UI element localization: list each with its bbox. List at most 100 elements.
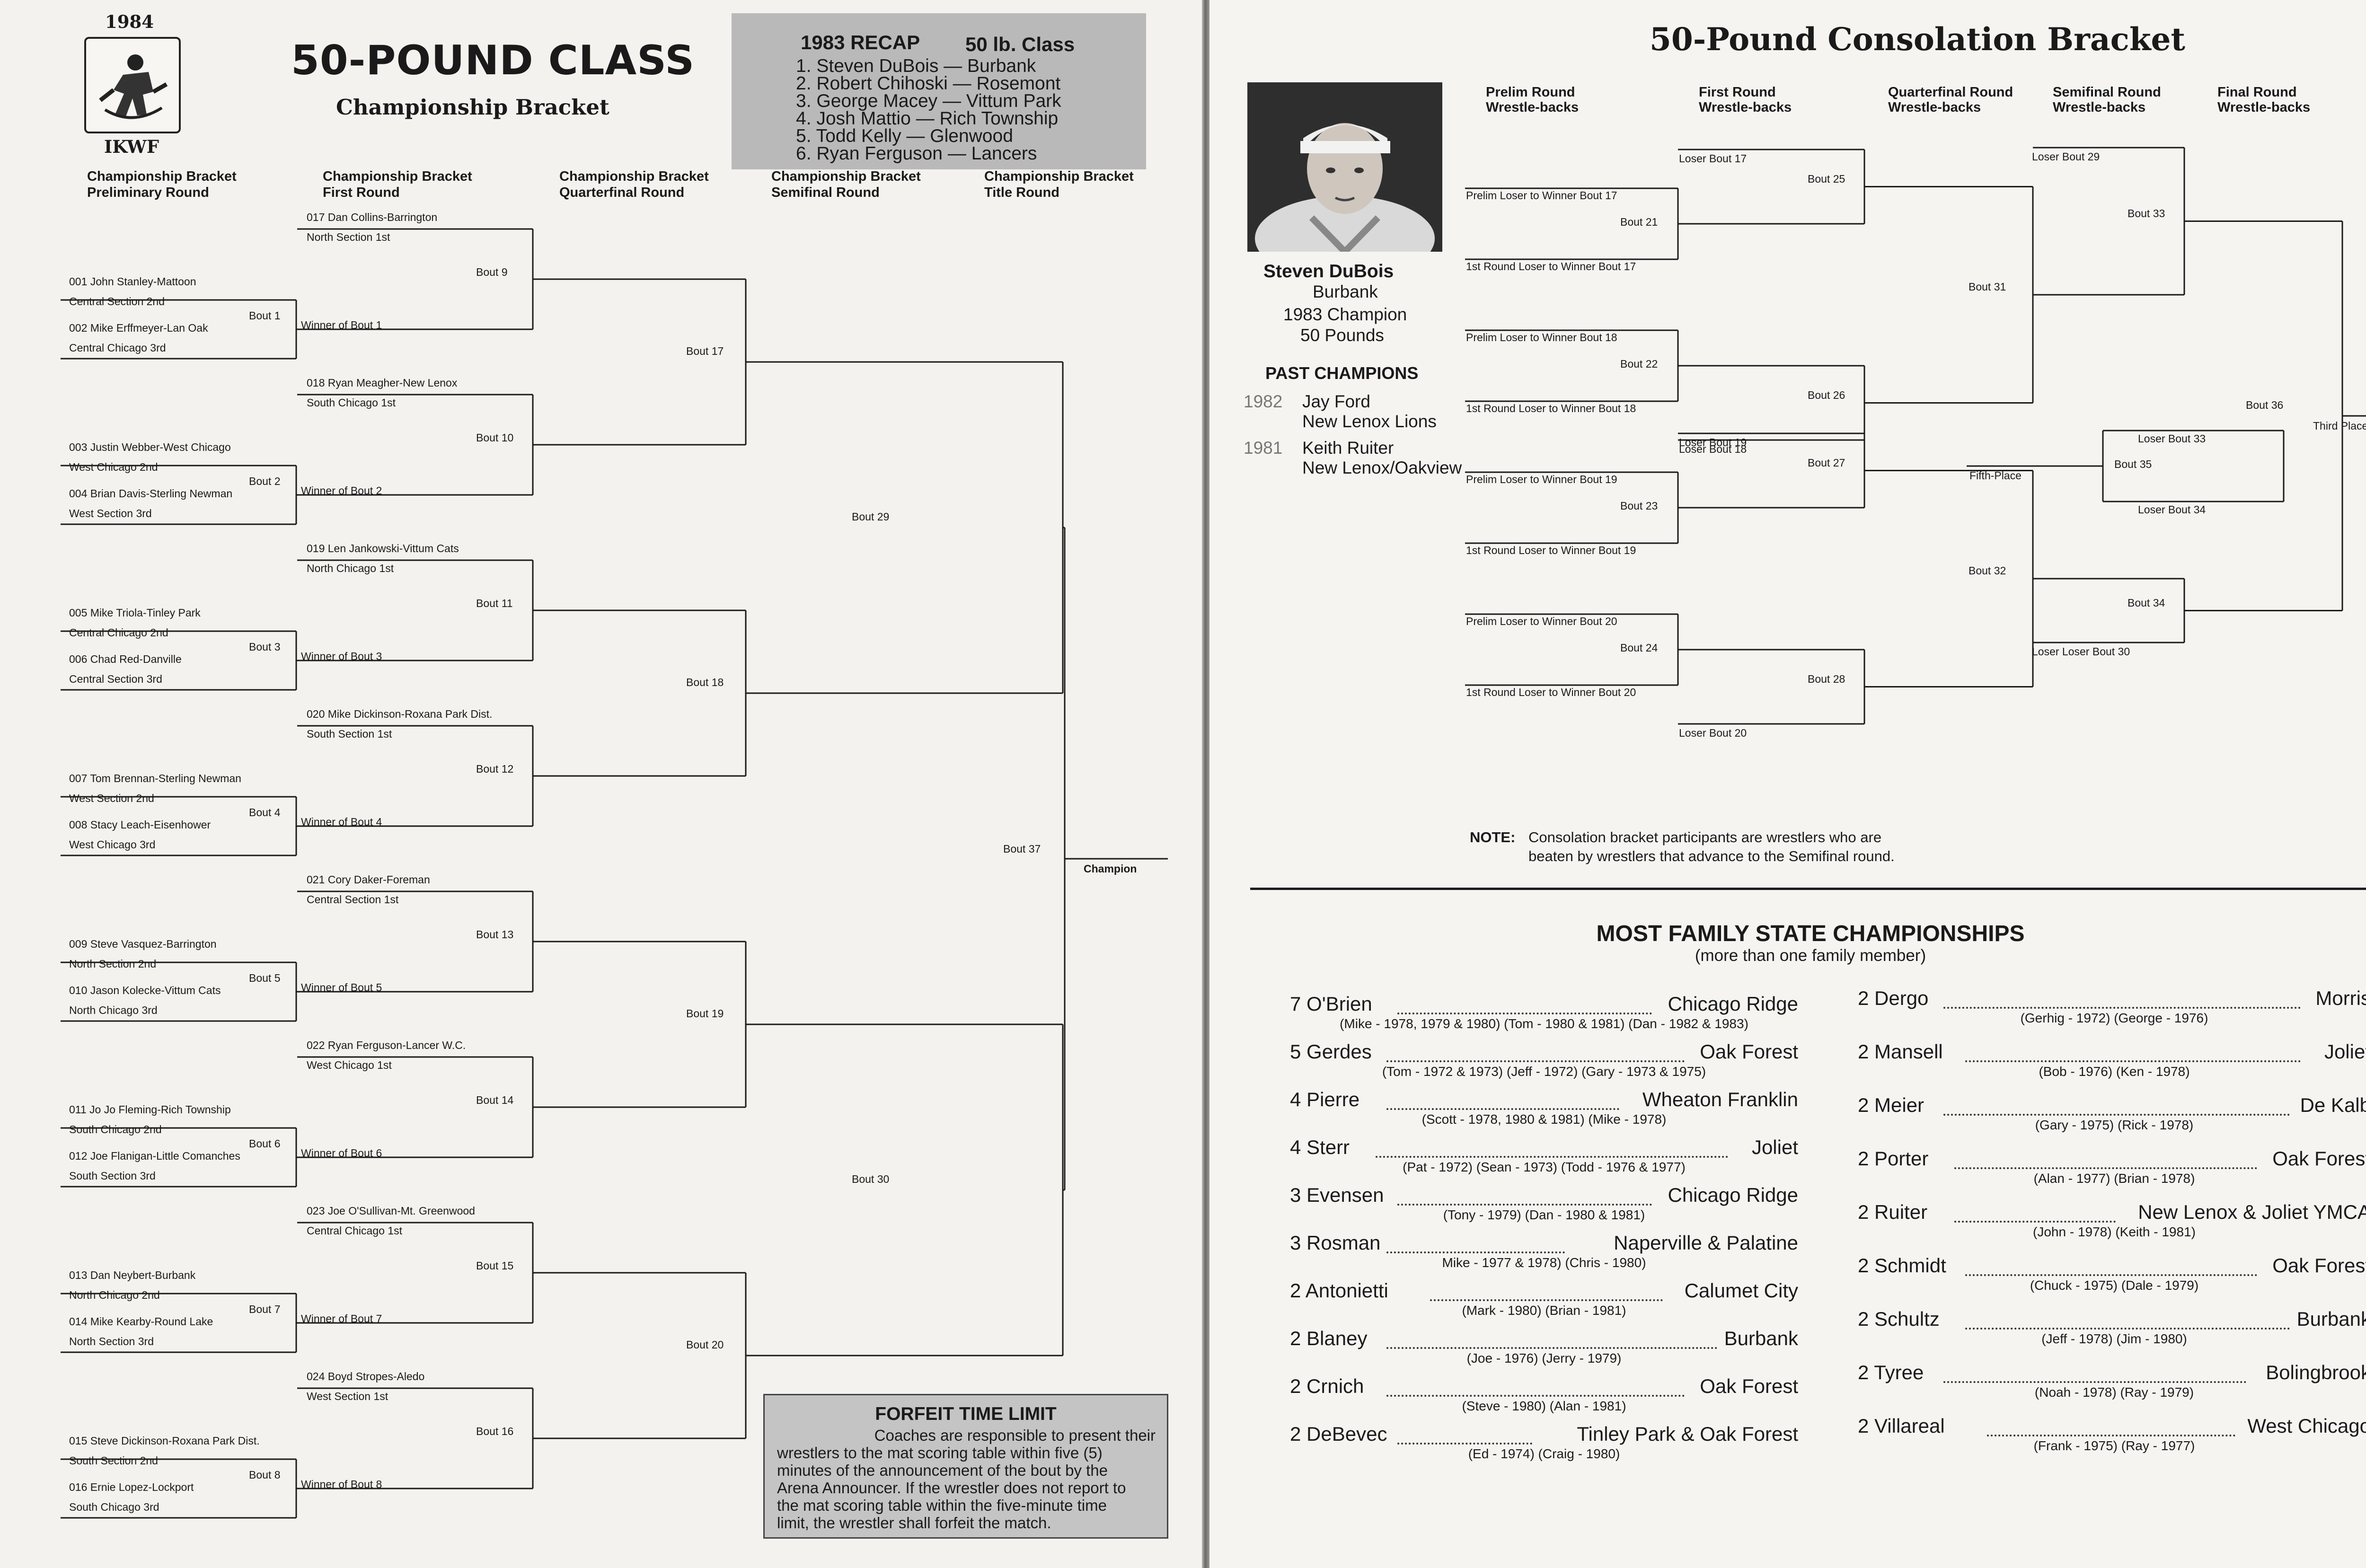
family-years: (Frank - 1975) (Ray - 1977) (2033, 1438, 2195, 1453)
family-place: De Kalb (2300, 1094, 2366, 1116)
wrestler-section: Central Section 1st (307, 893, 399, 906)
winner-label: Winner of Bout 3 (301, 650, 382, 662)
leader-dots (1386, 1345, 1717, 1349)
leader-dots (1430, 1297, 1663, 1301)
wrestle-back-label: Loser Bout 33 (2138, 432, 2206, 445)
wrestle-back-label: Prelim Loser to Winner Bout 19 (1466, 473, 1617, 485)
book-gutter (1202, 0, 1209, 1568)
bout-label: Bout 14 (476, 1094, 514, 1106)
forfeit-line: limit, the wrestler shall forfeit the ma… (777, 1514, 1051, 1532)
wrestler-section: West Chicago 3rd (69, 838, 156, 851)
forfeit-line: wrestlers to the mat scoring table withi… (777, 1444, 1103, 1462)
wrestler-section: South Section 1st (307, 728, 392, 740)
wrestler-section: South Chicago 3rd (69, 1501, 159, 1513)
column-header-line1: Championship Bracket (323, 169, 472, 184)
family-place: Wheaton Franklin (1642, 1088, 1798, 1110)
bout-label: Bout 3 (249, 641, 281, 653)
family-name: 2 Blaney (1290, 1327, 1368, 1349)
family-place: Burbank (1724, 1327, 1798, 1349)
bout-label: Bout 33 (2128, 207, 2165, 220)
past-champion-name: Jay Ford (1302, 392, 1370, 411)
column-header-line2: Wrestle-backs (1699, 100, 1792, 115)
champion-label: Champion (1084, 863, 1137, 875)
recap-title: 1983 RECAP (801, 31, 920, 53)
forfeit-line: Arena Announcer. If the wrestler does no… (777, 1479, 1126, 1497)
wrestle-back-label: Loser Bout 18 (1679, 443, 1747, 455)
family-name: 5 Gerdes (1290, 1040, 1372, 1063)
winner-label: Winner of Bout 4 (301, 816, 382, 828)
bout-label: Bout 32 (1969, 564, 2006, 577)
column-header-line1: First Round (1699, 85, 1776, 100)
champion-title: 1983 Champion (1283, 305, 1407, 324)
bout-label: Bout 17 (686, 345, 724, 357)
bout-label: Bout 10 (476, 432, 514, 444)
bout-label: Bout 26 (1808, 388, 1845, 401)
wrestle-back-label: 1st Round Loser to Winner Bout 17 (1466, 260, 1636, 273)
wrestle-back-label: Loser Bout 20 (1679, 727, 1747, 739)
wrestler-name: 003 Justin Webber-West Chicago (69, 441, 231, 453)
wrestler-section: South Chicago 1st (307, 396, 396, 409)
family-place: Tinley Park & Oak Forest (1577, 1423, 1798, 1445)
bout-label: Bout 22 (1620, 358, 1658, 370)
recap-entry: 4. Josh Mattio — Rich Township (796, 108, 1059, 129)
leader-dots (1376, 1154, 1728, 1158)
family-years: (John - 1978) (Keith - 1981) (2033, 1224, 2196, 1239)
leader-dots (1954, 1165, 2257, 1169)
bout-label: Bout 9 (476, 266, 508, 278)
forfeit-line: minutes of the announcement of the bout … (777, 1462, 1108, 1479)
column-header-line2: Semifinal Round (771, 185, 880, 200)
family-place: New Lenox & Joliet YMCA (2138, 1201, 2366, 1223)
column-header-line2: Wrestle-backs (2053, 100, 2146, 115)
note-label: NOTE: (1470, 829, 1516, 846)
wrestler-section: Central Section 3rd (69, 673, 162, 685)
wrestler-name: 013 Dan Neybert-Burbank (69, 1269, 196, 1281)
family-place: Naperville & Palatine (1614, 1232, 1798, 1254)
wrestler-name: 008 Stacy Leach-Eisenhower (69, 819, 211, 831)
family-name: 3 Evensen (1290, 1184, 1384, 1206)
wrestler-name: 020 Mike Dickinson-Roxana Park Dist. (307, 708, 493, 720)
forfeit-title: FORFEIT TIME LIMIT (875, 1404, 1057, 1424)
wrestler-name: 002 Mike Erffmeyer-Lan Oak (69, 322, 208, 334)
wrestler-section: Central Chicago 3rd (69, 342, 166, 354)
recap-box: 1983 RECAP 50 lb. Class 1. Steven DuBois… (732, 13, 1146, 169)
fifth-place-label: Fifth-Place (1969, 469, 2022, 482)
column-header-line1: Semifinal Round (2053, 85, 2161, 100)
wrestler-section: North Chicago 3rd (69, 1004, 158, 1016)
family-name: 2 Schmidt (1858, 1254, 1946, 1277)
column-header-line2: Wrestle-backs (1486, 100, 1579, 115)
bout-label: Bout 2 (249, 475, 281, 487)
bout-label: Bout 4 (249, 806, 281, 819)
family-years: (Bob - 1976) (Ken - 1978) (2039, 1064, 2190, 1079)
leader-dots (1965, 1272, 2257, 1276)
consolation-title: 50-Pound Consolation Bracket (1650, 21, 2186, 58)
wrestler-section: Central Chicago 1st (307, 1224, 402, 1237)
family-years: (Chuck - 1975) (Dale - 1979) (2030, 1278, 2199, 1293)
leader-dots (1397, 1011, 1652, 1014)
forfeit-line: Coaches are responsible to present their (874, 1427, 1156, 1444)
family-place: Oak Forest (2272, 1254, 2366, 1277)
wrestler-logo-icon (84, 37, 181, 133)
past-champion-name: Keith Ruiter (1302, 438, 1394, 458)
leader-dots (1397, 1441, 1532, 1445)
wrestler-section: North Section 2nd (69, 958, 157, 970)
recap-class: 50 lb. Class (965, 33, 1075, 55)
family-name: 2 Schultz (1858, 1308, 1940, 1330)
bout-label: Bout 18 (686, 676, 724, 688)
column-header-line1: Final Round (2217, 85, 2297, 100)
leader-dots (1943, 1112, 2290, 1116)
winner-label: Winner of Bout 5 (301, 981, 382, 994)
bout-label: Bout 1 (249, 309, 281, 322)
wrestle-back-label: 1st Round Loser to Winner Bout 18 (1466, 402, 1636, 414)
bout-label: Bout 28 (1808, 672, 1845, 685)
column-header-line2: Wrestle-backs (2217, 100, 2311, 115)
past-champion-year: 1981 (1244, 438, 1283, 458)
wrestler-name: 012 Joe Flanigan-Little Comanches (69, 1150, 240, 1162)
family-years: (Jeff - 1978) (Jim - 1980) (2041, 1331, 2187, 1346)
leader-dots (1397, 1202, 1652, 1206)
column-header-line2: First Round (323, 185, 400, 200)
wrestle-back-label: Loser Loser Bout 30 (2032, 645, 2130, 658)
bout-label: Bout 36 (2246, 399, 2284, 411)
bout-label: Bout 20 (686, 1339, 724, 1351)
family-years: (Mike - 1978, 1979 & 1980) (Tom - 1980 &… (1340, 1016, 1748, 1031)
family-years: (Mark - 1980) (Brian - 1981) (1462, 1303, 1626, 1318)
